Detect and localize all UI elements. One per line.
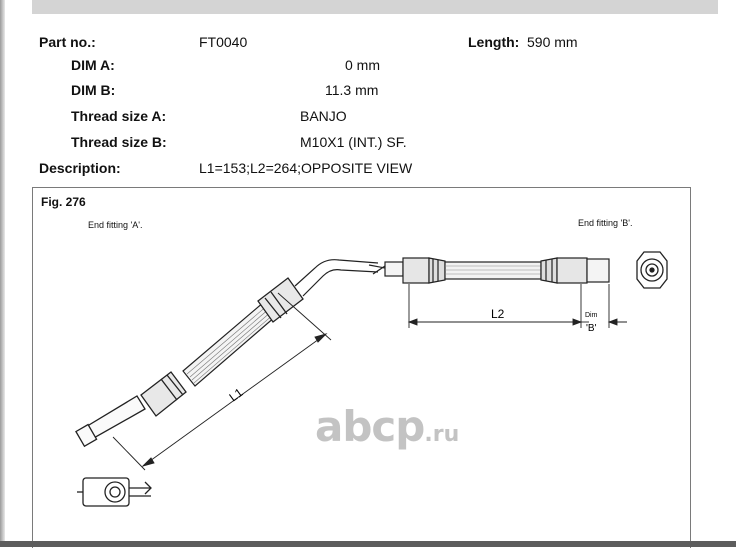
thread-size-b-value: M10X1 (INT.) SF. [300,134,407,150]
watermark-brand: abcp [315,402,425,451]
thread-size-b-label: Thread size B: [71,134,167,150]
window-bottom-edge [0,541,736,547]
dim-b-mark: 'B' [586,323,597,334]
bent-tube [294,259,386,297]
end-fitting-b-label: End fitting 'B'. [578,218,633,228]
figure-title: Fig. 276 [41,195,86,209]
l1-label: L1 [227,385,246,404]
ferrule-a-lower [140,371,187,417]
end-fitting-b-view [636,251,668,289]
dim-b-label: DIM B: [71,82,116,98]
description-value: L1=153;L2=264;OPPOSITE VIEW [199,160,413,176]
thread-size-a-label: Thread size A: [71,108,167,124]
technical-drawing-frame: Fig. 276 End fitting 'A'. End fitting 'B… [32,187,691,548]
ferrule-a-upper [257,277,304,323]
dim-a-label: DIM A: [71,57,115,73]
thread-size-a-value: BANJO [300,108,347,124]
length-label: Length: [468,34,520,50]
description-label: Description: [39,160,121,176]
l2-label: L2 [491,307,505,321]
hose-section-b [384,257,610,284]
l1-dimension [112,292,332,471]
dim-b-value: 11.3 mm [325,82,379,98]
header-bar [32,0,718,14]
l2-dimension [407,284,583,328]
dim-text: Dim [585,312,598,319]
abcp-watermark-logo: abcp.ru [315,402,459,451]
part-no-value: FT0040 [199,34,248,50]
length-value: 590 mm [527,34,578,50]
end-fitting-a-view [77,477,152,507]
watermark-tld: .ru [424,422,460,447]
window-left-edge [0,0,5,547]
end-fitting-a-label: End fitting 'A'. [88,220,143,230]
tube-end-a [75,395,146,448]
dim-a-value: 0 mm [345,57,380,73]
dim-b-dimension [581,284,627,328]
part-no-label: Part no.: [39,34,96,50]
brake-hose-drawing: L2 L1 Dim 'B' [75,251,668,507]
